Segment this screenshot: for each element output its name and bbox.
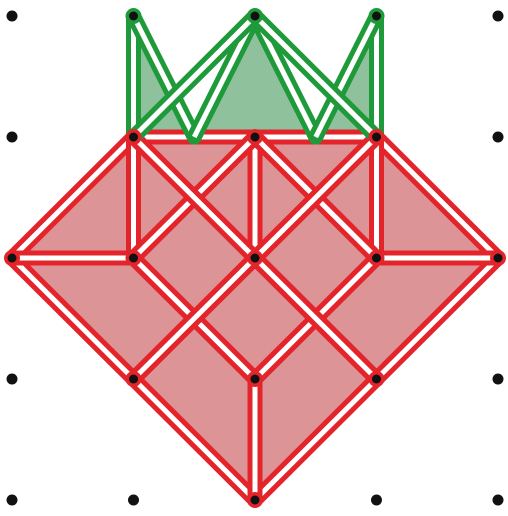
- joint-dot: [372, 12, 381, 21]
- joint-dot: [251, 12, 260, 21]
- joint-dot: [129, 254, 138, 263]
- joint-dot: [251, 133, 260, 142]
- joint-dot: [251, 254, 260, 263]
- joint-dot: [251, 375, 260, 384]
- joint-dot: [129, 375, 138, 384]
- joint-dot: [129, 12, 138, 21]
- grid-dot: [128, 495, 139, 506]
- joint-dot: [251, 496, 260, 505]
- grid-dot: [7, 11, 18, 22]
- crown-leaf-shape: [194, 16, 316, 137]
- grid-dot: [7, 132, 18, 143]
- grid-dot: [7, 374, 18, 385]
- grid-dot: [493, 374, 504, 385]
- joint-dot: [372, 133, 381, 142]
- joint-dot: [129, 133, 138, 142]
- joint-dot: [372, 375, 381, 384]
- grid-dot: [493, 495, 504, 506]
- joint-dot: [494, 254, 503, 263]
- grid-dot: [493, 132, 504, 143]
- joint-dot: [372, 254, 381, 263]
- grid-dot: [371, 495, 382, 506]
- grid-dot: [7, 495, 18, 506]
- grid-dot: [493, 11, 504, 22]
- joint-dot: [8, 254, 17, 263]
